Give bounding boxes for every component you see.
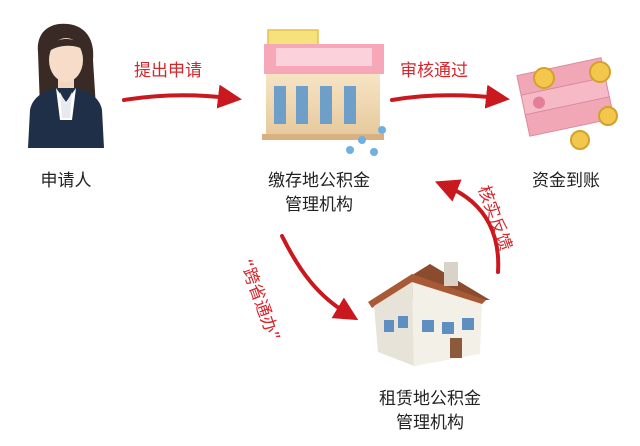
money-stack-icon [516,57,618,150]
woman-applicant-icon [28,23,104,148]
house-icon [368,262,490,366]
office-building-icon [262,29,386,156]
arrow-cross-province [280,234,359,321]
node-label-funds-arrival: 资金到账 [532,171,600,191]
arrow-submit [122,84,242,109]
arrow-approve [390,84,510,109]
node-label-lease-org-line1: 租赁地公积金 [379,389,481,409]
arrow-label-approve: 审核通过 [400,61,468,81]
node-label-deposit-org-line1: 缴存地公积金 [268,171,370,191]
arrow-label-verify-feedback: 核实反馈 [473,183,515,254]
arrow-label-submit: 提出申请 [134,61,202,81]
node-label-applicant: 申请人 [41,171,92,191]
node-label-deposit-org-line2: 管理机构 [285,195,353,215]
node-label-lease-org-line2: 管理机构 [396,413,464,433]
arrow-verify-feedback [434,179,501,274]
arrow-label-cross-province: “跨省通办” [235,257,283,344]
